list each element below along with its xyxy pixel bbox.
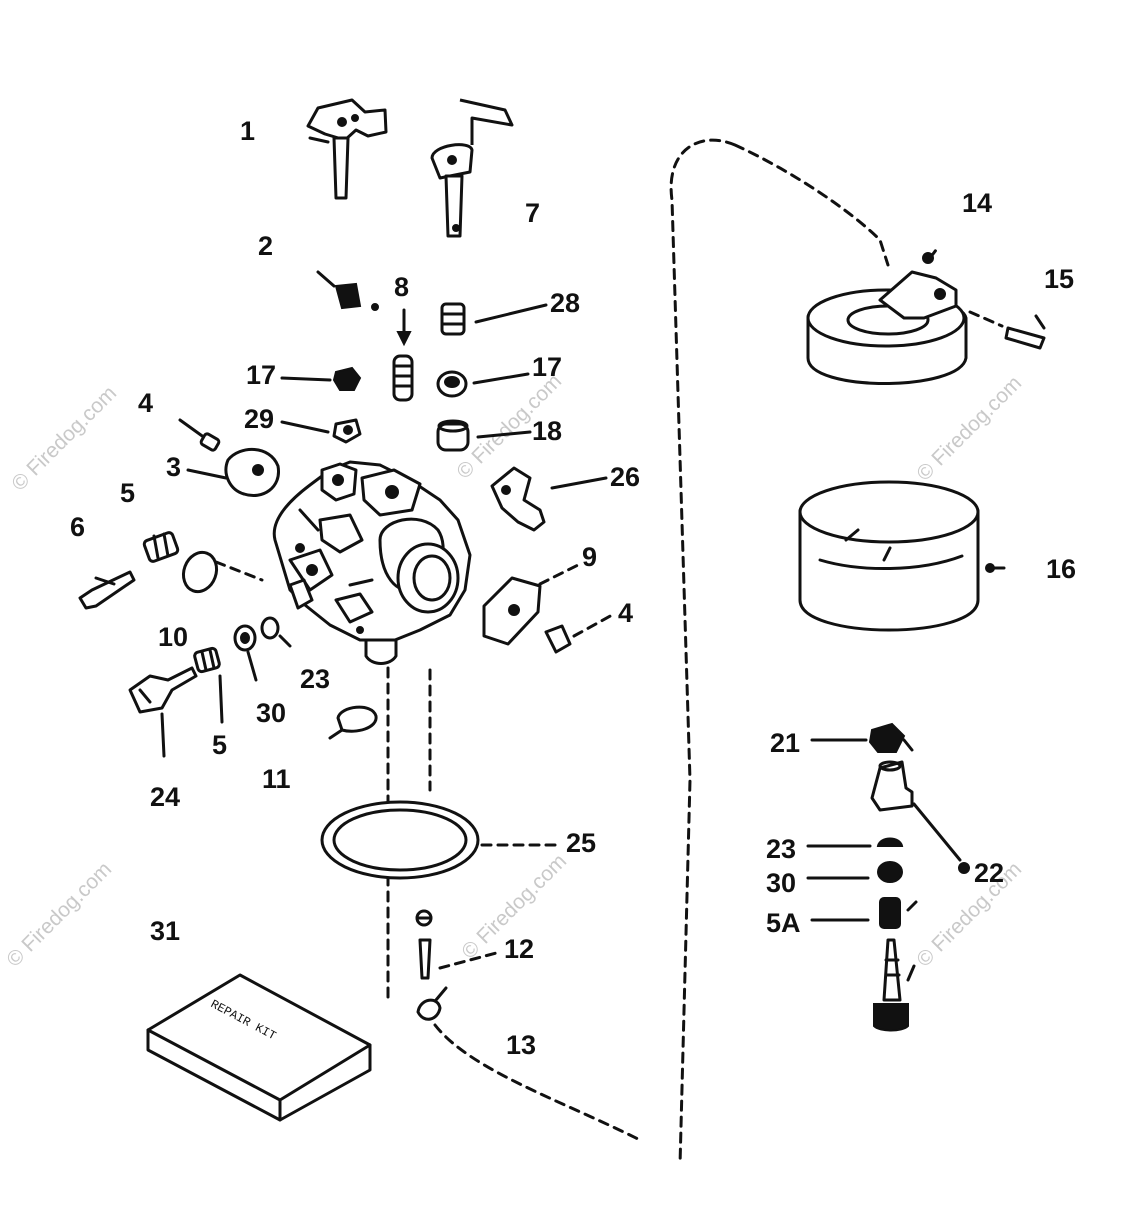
callout-23-right: 23 (766, 834, 796, 864)
inlet-needle-reference-line (433, 1023, 642, 1142)
screw-part-2 (316, 270, 379, 311)
callout-11: 11 (262, 764, 291, 794)
watermark-right-bottom: © Firedog.com (912, 858, 1026, 972)
leader-part-14 (928, 248, 938, 260)
choke-shaft-part (430, 98, 514, 238)
float-pin-part-15 (968, 310, 1046, 350)
callout-8: 8 (394, 272, 409, 302)
callout-10: 10 (158, 622, 188, 652)
callout-18: 18 (532, 416, 562, 446)
float-bowl-reference-line (669, 138, 890, 1167)
watermarks: © Firedog.com © Firedog.com © Firedog.co… (2, 370, 1026, 972)
float-part-14 (806, 252, 968, 385)
callout-5-lower: 5 (212, 730, 227, 760)
washer-part-30-upper (233, 624, 258, 682)
carburetor-body-part (272, 460, 472, 665)
throttle-shaft-part (306, 98, 388, 200)
callout-9: 9 (582, 542, 597, 572)
repair-kit-part-31: REPAIR KIT (146, 973, 372, 1122)
adjusting-stem-part-22 (870, 760, 970, 874)
watermark-right-top: © Firedog.com (912, 372, 1026, 486)
nut-part-17-left (280, 366, 362, 391)
screw-part-6 (78, 570, 136, 610)
callout-14: 14 (962, 188, 992, 218)
spring-part-5-upper (142, 531, 180, 563)
bowl-gasket-part-25 (320, 800, 562, 880)
watermark-left-bottom: © Firedog.com (2, 858, 116, 972)
callout-6: 6 (70, 512, 85, 542)
callout-2: 2 (258, 231, 273, 261)
callout-25: 25 (566, 828, 596, 858)
callout-31: 31 (150, 916, 180, 946)
callout-26: 26 (610, 462, 640, 492)
callout-5A: 5A (766, 908, 801, 938)
callout-22: 22 (974, 858, 1004, 888)
washer-part-29 (280, 418, 362, 444)
washer-part-23-right (806, 837, 904, 848)
plate-part-9 (482, 562, 582, 646)
float-bowl-part-16 (798, 480, 995, 632)
needle-screw-right (873, 938, 916, 1032)
gasket-part-10 (181, 550, 264, 594)
callout-labels: 1 2 7 8 28 17 17 29 18 4 3 26 5 6 9 4 10… (70, 116, 1076, 1060)
callout-29: 29 (244, 404, 274, 434)
screw-part-4-right (544, 612, 616, 654)
primer-part-3 (224, 447, 280, 497)
washer-part-30-right (806, 861, 903, 883)
callout-7: 7 (525, 198, 540, 228)
callout-1: 1 (240, 116, 255, 146)
callout-16: 16 (1046, 554, 1076, 584)
callout-3: 3 (166, 452, 181, 482)
callout-4-left: 4 (138, 388, 153, 418)
callout-12: 12 (504, 934, 534, 964)
nut-part-21 (810, 722, 914, 753)
spring-part-28 (440, 302, 548, 336)
fuel-inlet-part-26 (490, 466, 608, 532)
gasket-part-11 (328, 705, 378, 740)
spacer-part-18 (436, 419, 532, 452)
callout-13: 13 (506, 1030, 536, 1060)
callout-30-right: 30 (766, 868, 796, 898)
callout-24: 24 (150, 782, 180, 812)
callout-17-left: 17 (246, 360, 276, 390)
callout-21: 21 (770, 728, 800, 758)
screw-part-4-left (178, 418, 228, 480)
washer-part-23-upper (260, 616, 292, 648)
watermark-left-top: © Firedog.com (7, 382, 121, 496)
spring-part-5-lower (193, 646, 224, 724)
needle-part-12 (415, 909, 502, 980)
nut-part-17-right (436, 370, 530, 398)
callout-15: 15 (1044, 264, 1074, 294)
callout-4-right: 4 (618, 598, 633, 628)
callout-17-right: 17 (532, 352, 562, 382)
screw-part-24 (128, 666, 198, 758)
clip-part-13 (416, 986, 448, 1021)
callout-28: 28 (550, 288, 580, 318)
callout-23-left: 23 (300, 664, 330, 694)
callout-30-left: 30 (256, 698, 286, 728)
callout-5-upper: 5 (120, 478, 135, 508)
spring-part-8 (392, 308, 414, 402)
spring-part-5A (810, 897, 918, 929)
